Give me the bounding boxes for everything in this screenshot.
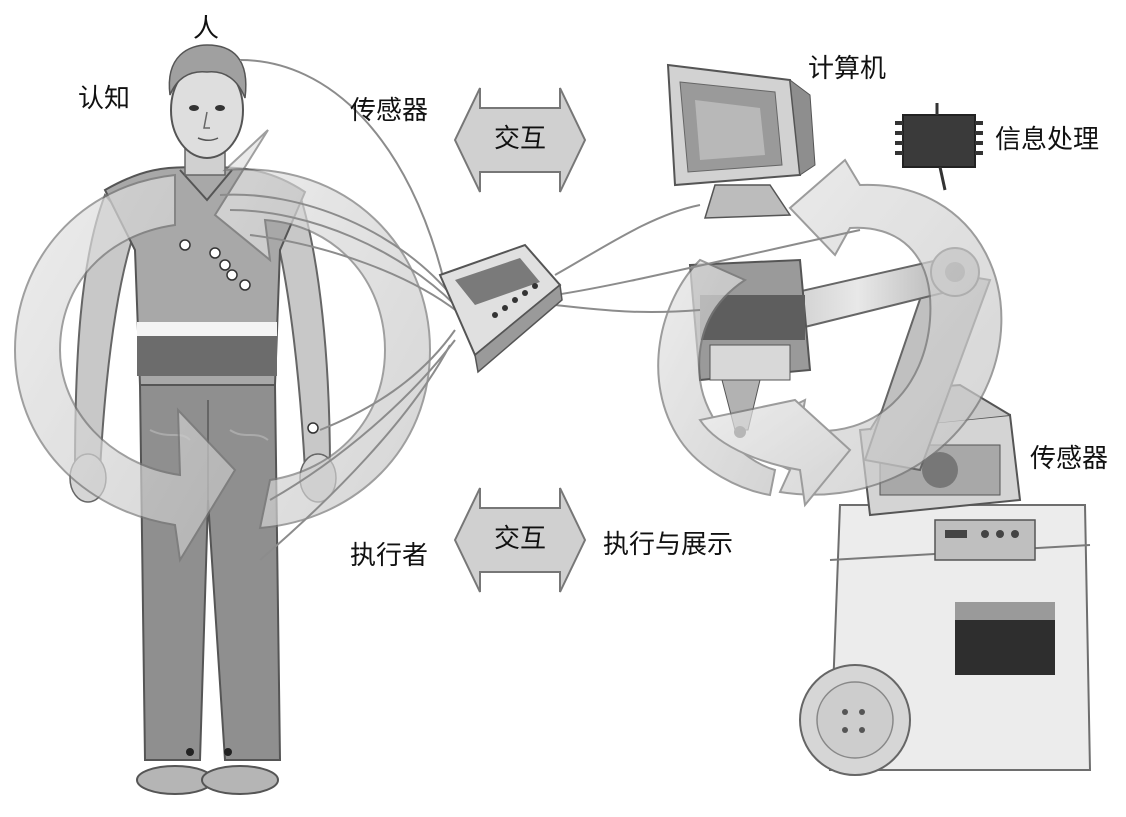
label-execute-display: 执行与展示 bbox=[603, 530, 734, 560]
robot-dark-band bbox=[955, 620, 1055, 675]
interaction-arrow-bottom bbox=[453, 487, 587, 593]
electrodes bbox=[179, 239, 319, 434]
label-actuator: 执行者 bbox=[350, 541, 429, 571]
interface-box bbox=[438, 243, 563, 374]
label-info-processing: 信息处理 bbox=[995, 125, 1100, 155]
label-interaction-top: 交互 bbox=[494, 124, 547, 154]
computer-monitor bbox=[666, 63, 816, 219]
robot bbox=[688, 247, 1092, 776]
wires bbox=[219, 59, 861, 561]
human-figure bbox=[69, 44, 337, 795]
chip-icon bbox=[895, 103, 983, 191]
label-cognition: 认知 bbox=[78, 84, 131, 114]
human-jeans bbox=[138, 384, 282, 761]
human-hair bbox=[168, 44, 247, 99]
label-sensor-right: 传感器 bbox=[1030, 444, 1109, 474]
label-person: 人 bbox=[193, 14, 220, 44]
label-sensor-left: 传感器 bbox=[350, 96, 429, 126]
label-computer: 计算机 bbox=[808, 54, 887, 84]
human-feedback-loop bbox=[13, 129, 432, 563]
label-interaction-bottom: 交互 bbox=[494, 524, 547, 554]
interaction-arrow-top bbox=[453, 87, 587, 193]
robot-control-panel bbox=[934, 519, 1036, 561]
robot-feedback-loop bbox=[657, 158, 1003, 508]
